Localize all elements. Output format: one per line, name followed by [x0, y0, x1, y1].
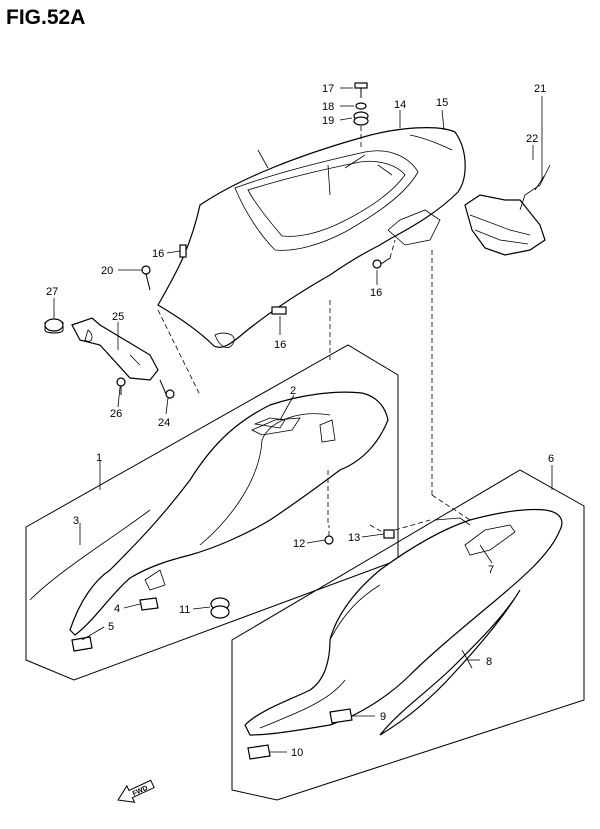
pad-16-lower — [271, 306, 287, 315]
pad-16-upper — [179, 244, 187, 258]
callout-23: 22 — [526, 133, 538, 145]
right-cover-edge — [259, 584, 381, 729]
rear-bracket — [464, 194, 546, 256]
pad-9 — [329, 708, 353, 724]
figure-title: FIG.52A — [6, 6, 86, 29]
right-side-cover — [244, 508, 563, 736]
screw-25 — [159, 379, 175, 399]
connection-dash-lines — [157, 250, 471, 534]
right-cover-hook — [434, 517, 471, 526]
callout-27: 26 — [110, 408, 122, 420]
tail-cowl-mount-tab — [214, 332, 235, 348]
callout-6: 6 — [548, 453, 554, 465]
callout-19: 18 — [322, 101, 334, 113]
nut-13 — [383, 529, 395, 539]
callout-15: 15 — [436, 97, 448, 109]
callout-labels: 17 18 19 14 15 21 22 16 16 16 20 27 25 2… — [46, 83, 554, 759]
decal-stripe-8-tick — [461, 649, 473, 669]
rear-bracket-strap — [519, 164, 551, 211]
callout-11: 11 — [179, 604, 190, 616]
callout-16-upper: 16 — [152, 248, 164, 260]
tail-cowl-logo-stripe — [409, 134, 453, 151]
tail-cowl-ribs — [257, 149, 393, 196]
fwd-label: FWD — [132, 785, 149, 798]
callout-17: 16 — [370, 287, 382, 299]
callout-21: 20 — [101, 265, 113, 277]
grab-bracket-holes — [84, 329, 141, 366]
left-cover-inner-line — [199, 413, 331, 546]
pad-5 — [71, 636, 93, 652]
callout-16-lower: 16 — [274, 339, 286, 351]
leader-lines — [53, 87, 553, 753]
callout-5: 5 — [108, 621, 114, 633]
callout-4: 4 — [114, 603, 120, 615]
cap-26 — [44, 318, 64, 334]
bolt-18 — [354, 82, 368, 98]
left-cover-vent — [251, 417, 301, 436]
grommet-11 — [210, 597, 230, 619]
callout-12: 12 — [293, 538, 305, 550]
screw-17 — [372, 257, 391, 269]
left-cover-clip — [319, 419, 336, 443]
tail-cowl-inner-opening — [234, 150, 419, 251]
screw-27 — [116, 377, 126, 395]
tail-cowl-inner-rim — [247, 160, 406, 237]
callout-13: 13 — [348, 532, 360, 544]
washer-19 — [355, 102, 367, 110]
screw-17-dash — [389, 239, 396, 259]
callout-7: 7 — [488, 564, 494, 576]
callout-24: 25 — [112, 311, 124, 323]
rear-bracket-folds — [469, 214, 531, 245]
clip-2 — [253, 417, 286, 429]
right-cover-vent — [464, 524, 516, 556]
callout-1: 1 — [96, 452, 102, 464]
callout-26: 27 — [46, 286, 58, 298]
callout-18: 17 — [322, 83, 334, 95]
callout-22: 21 — [534, 83, 546, 95]
screw-21 — [141, 265, 151, 291]
seat-tail-cowl — [157, 127, 466, 348]
left-cover-tab — [144, 569, 166, 591]
callout-3: 3 — [73, 515, 79, 527]
tail-cowl-rear-bracket — [387, 209, 441, 246]
callout-8: 8 — [486, 656, 492, 668]
grab-bracket-24 — [71, 317, 159, 381]
callout-14: 14 — [394, 99, 406, 111]
callout-20: 19 — [322, 115, 334, 127]
decal-3 — [29, 509, 151, 601]
pad-4 — [139, 597, 159, 611]
left-side-cover — [69, 391, 389, 636]
callout-10: 10 — [291, 747, 303, 759]
callout-2: 2 — [290, 385, 296, 397]
grommet-20 — [353, 111, 369, 126]
callout-25: 24 — [158, 417, 170, 429]
right-cover-group-frame — [231, 469, 585, 801]
clip-12 — [324, 525, 334, 545]
pad-10 — [247, 744, 271, 760]
callout-9: 9 — [380, 711, 386, 723]
forward-arrow-icon: FWD — [117, 779, 155, 803]
decal-stripe-8 — [379, 589, 521, 736]
